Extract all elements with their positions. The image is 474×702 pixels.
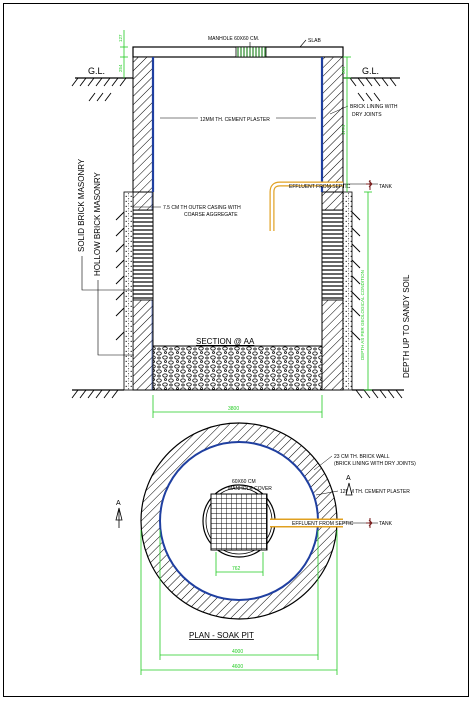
plan-cement-plaster-label: 12MM TH. CEMENT PLASTER bbox=[340, 489, 410, 495]
hollow-brick-right bbox=[321, 209, 344, 301]
tank-label-section: TANK bbox=[379, 184, 393, 190]
section-mark-right: A bbox=[346, 475, 351, 482]
dim-width: 3800 bbox=[228, 406, 239, 412]
coarse-aggregate-fill bbox=[152, 345, 323, 391]
plan-dimensions bbox=[140, 530, 338, 675]
outer-casing-right bbox=[342, 191, 353, 391]
brick-lining-label-2: DRY JOINTS bbox=[352, 112, 382, 118]
brick-lining-label-1: BRICK LINING WITH bbox=[350, 104, 398, 110]
dim-slab-left: 127 bbox=[118, 34, 123, 42]
dim-top-right: 381 bbox=[341, 66, 346, 74]
hollow-brick-left bbox=[132, 209, 154, 301]
gl-left-label: G.L. bbox=[88, 66, 105, 76]
wall-left-upper bbox=[132, 56, 154, 193]
effluent-arrow-plan bbox=[366, 519, 373, 527]
tank-label-plan: TANK bbox=[379, 521, 393, 527]
base-ground-left bbox=[71, 389, 119, 399]
dim-top-left: 254 bbox=[118, 64, 123, 72]
outer-casing-label-2: COARSE AGGREGATE bbox=[184, 212, 238, 218]
manhole-grating bbox=[210, 493, 268, 551]
dim-outer: 4600 bbox=[232, 664, 243, 670]
depth-sandy-label: DEPTH UP TO SANDY SOIL bbox=[402, 274, 411, 378]
solid-brick-leader bbox=[81, 256, 134, 291]
effluent-label-section: EFFLUENT FROM SEPTIC bbox=[289, 184, 351, 190]
soil-right bbox=[351, 211, 361, 341]
section-dimensions bbox=[120, 30, 372, 418]
manhole-label-1: 60X60 CM bbox=[232, 479, 256, 485]
ground-line-right bbox=[340, 77, 400, 102]
wall-right-upper bbox=[321, 56, 344, 193]
section-view: G.L. G.L. MANHOLE 60X60 CM. SLAB bbox=[71, 30, 411, 418]
drawing-frame bbox=[3, 3, 469, 697]
slab-label: SLAB bbox=[308, 38, 321, 44]
manhole-label-2: MANHOLE COVER bbox=[228, 486, 272, 492]
hollow-brick-leader bbox=[97, 280, 134, 356]
manhole-cover-label: MANHOLE 60X60 CM. bbox=[208, 36, 259, 42]
effluent-label-plan: EFFLUENT FROM SEPTIC bbox=[292, 521, 354, 527]
plan-view: EFFLUENT FROM SEPTIC TANK 23 CM TH. BRIC… bbox=[115, 422, 416, 675]
gl-right-label: G.L. bbox=[362, 66, 379, 76]
ground-line-left bbox=[71, 77, 133, 102]
outer-casing-label-1: 7.5 CM TH OUTER CASING WITH bbox=[163, 205, 241, 211]
outer-casing-left bbox=[123, 191, 134, 391]
brick-wall-label-2: (BRICK LINING WITH DRY JOINTS) bbox=[334, 461, 416, 467]
hollow-brick-label: HOLLOW BRICK MASONRY bbox=[93, 171, 102, 276]
plan-title: PLAN - SOAK PIT bbox=[189, 631, 254, 640]
brick-wall-label-1: 23 CM TH. BRICK WALL bbox=[334, 454, 390, 460]
section-title: SECTION @ AA bbox=[196, 337, 255, 346]
base-ground-right bbox=[355, 389, 403, 399]
section-mark-left: A bbox=[116, 500, 121, 507]
cement-plaster-label: 12MM TH. CEMENT PLASTER bbox=[200, 117, 270, 123]
soil-left bbox=[115, 211, 125, 341]
dim-upper-right: 1774 bbox=[341, 124, 346, 135]
dim-cover: 762 bbox=[232, 566, 241, 572]
solid-brick-label: SOLID BRICK MASONRY bbox=[77, 158, 86, 252]
manhole-cover bbox=[235, 46, 267, 58]
depth-geological-label: DEPTH AS PER GEOLOGICAL CONDITION bbox=[360, 270, 365, 360]
dim-inner: 4000 bbox=[232, 649, 243, 655]
